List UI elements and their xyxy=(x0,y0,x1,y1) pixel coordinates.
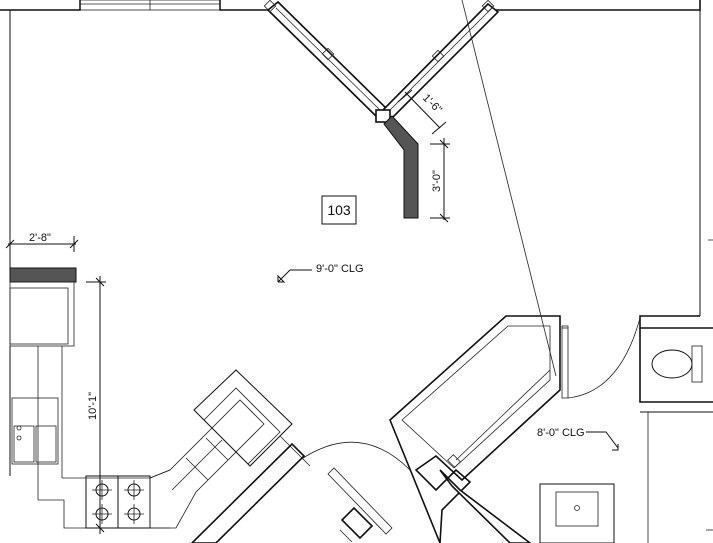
fridge-inner xyxy=(9,287,69,345)
partition-wall xyxy=(383,115,419,219)
wall-top-left xyxy=(0,0,81,11)
wall-lower-right xyxy=(439,469,532,543)
kitchen xyxy=(9,267,293,529)
burner-icon xyxy=(92,480,144,524)
dim-wall-length-label: 3'-0" xyxy=(431,170,443,192)
dim-counter: 2'-8" xyxy=(5,232,79,252)
dim-kitchen-run: 10'-1" xyxy=(86,276,106,534)
counter-seg-1 xyxy=(185,457,209,481)
door-frame xyxy=(339,529,353,543)
ceiling-bath-label: 8'-0" CLG xyxy=(537,427,585,439)
wall-top-mid xyxy=(219,0,268,11)
counter-seg-2 xyxy=(205,437,229,461)
dim-wall-length: 3'-0" xyxy=(430,138,450,223)
sink-right xyxy=(35,425,57,463)
dim-counter-label: 2'-8" xyxy=(29,232,51,244)
room-tag: 103 xyxy=(321,195,357,225)
bay-column xyxy=(375,109,391,123)
ceiling-main: 9'-0" CLG xyxy=(277,263,364,283)
toilet-bowl xyxy=(651,349,693,379)
toilet-tank xyxy=(691,345,703,383)
chase-wall xyxy=(389,315,561,543)
ceiling-main-label: 9'-0" CLG xyxy=(316,263,364,275)
faucet-left-icon xyxy=(16,425,22,431)
closet-jamb xyxy=(447,454,461,468)
bay-window-right xyxy=(381,2,500,120)
sink-cabinet xyxy=(11,397,59,465)
counter-mid xyxy=(171,439,223,491)
vanity xyxy=(539,483,615,543)
fridge xyxy=(9,281,75,347)
bay-jamb-left xyxy=(321,47,335,61)
wall-bath-side xyxy=(639,328,713,403)
closet-slider-2 xyxy=(461,0,557,377)
entry-door-swing xyxy=(299,441,411,471)
room-number: 103 xyxy=(327,202,351,218)
closet-slider xyxy=(455,369,551,461)
bay-windows xyxy=(263,0,500,123)
counter-diagonal xyxy=(149,399,265,529)
bay-jamb-top-left xyxy=(263,0,277,13)
bath-door-swing xyxy=(567,317,641,399)
ceiling-bath: 8'-0" CLG xyxy=(537,427,619,451)
door-jamb-left xyxy=(279,435,311,467)
faucet-right-icon xyxy=(16,435,22,441)
dim-kitchen-run-label: 10'-1" xyxy=(87,392,99,420)
bay-jamb-top-right xyxy=(481,0,495,13)
door-stop xyxy=(340,506,374,540)
bay-window-left-pane xyxy=(275,7,383,113)
vanity-sink xyxy=(555,491,599,527)
bay-jamb-right xyxy=(431,49,445,63)
lower-walls xyxy=(190,0,713,543)
wall-lower-left xyxy=(190,442,306,543)
drain-icon xyxy=(574,505,580,511)
island-inner xyxy=(203,387,281,465)
sink-left xyxy=(13,425,35,463)
dim-wall-short-label: 1'-6" xyxy=(420,92,444,116)
wall-dark-stub xyxy=(9,267,77,283)
island xyxy=(193,369,293,467)
wall-top-right xyxy=(495,0,701,11)
wall-bath-top xyxy=(639,315,713,329)
bath-door-leaf xyxy=(561,325,569,399)
chase-inner xyxy=(401,325,551,469)
entry-door-leaf xyxy=(327,467,393,535)
